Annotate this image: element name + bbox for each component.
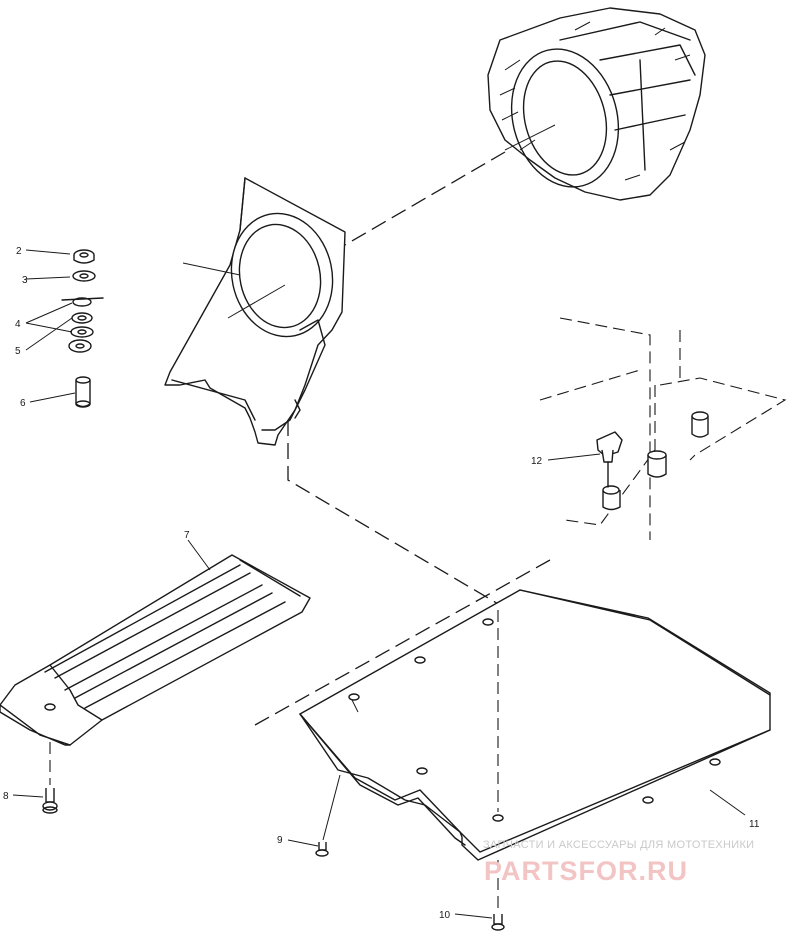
callout-4: 4 <box>15 319 21 330</box>
callout-5: 5 <box>15 346 21 357</box>
callout-2: 2 <box>16 246 22 257</box>
screw-10 <box>491 860 505 931</box>
leader-lines <box>12 249 601 919</box>
callout-10: 10 <box>439 910 451 921</box>
callout-6: 6 <box>20 398 26 409</box>
callout-9: 9 <box>277 835 283 846</box>
hardware-stack <box>61 249 104 408</box>
callout-labels: 2 3 4 5 6 7 8 9 10 11 12 <box>3 246 760 921</box>
callout-3: 3 <box>22 275 28 286</box>
callout-7: 7 <box>184 530 190 541</box>
ride-plate-7 <box>0 539 311 746</box>
watermark: ЗАПЧАСТИ И АКСЕССУАРЫ ДЛЯ МОТОТЕХНИКИ PA… <box>483 839 754 886</box>
watermark-brand: PARTSFOR.RU <box>484 856 688 886</box>
callout-11: 11 <box>749 819 760 830</box>
screw-9 <box>315 774 341 857</box>
intake-shield <box>164 177 346 446</box>
callout-8: 8 <box>3 791 9 802</box>
center-line-plate <box>254 559 551 726</box>
knob-fastener <box>596 431 623 488</box>
intake-plate-11 <box>299 589 771 861</box>
screw-8 <box>42 742 58 814</box>
intake-grate-outline <box>539 317 787 540</box>
center-line-pump <box>344 151 506 246</box>
center-line-shield <box>287 420 501 606</box>
pump-housing <box>487 7 706 201</box>
callout-12: 12 <box>531 456 543 467</box>
watermark-tagline: ЗАПЧАСТИ И АКСЕССУАРЫ ДЛЯ МОТОТЕХНИКИ <box>483 839 754 851</box>
